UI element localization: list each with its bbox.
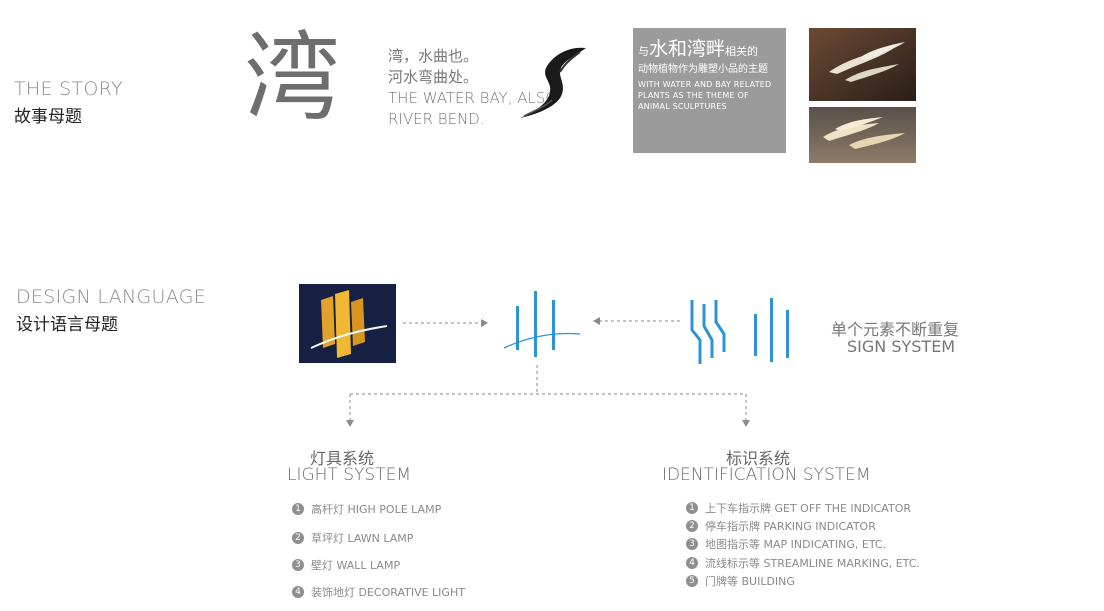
- brush-s-graphic: [520, 47, 586, 118]
- item-number-badge: 3: [686, 538, 698, 550]
- sign-label-cn: 单个元素不断重复: [831, 320, 960, 339]
- light-title-en: LIGHT SYSTEM: [287, 465, 411, 485]
- item-text: 地图指示等 MAP INDICATING, ETC.: [705, 538, 887, 551]
- ident-title-cn: 标识系统: [726, 449, 791, 468]
- theme-suffix: 相关的: [725, 45, 759, 58]
- light-list-item: 1 高杆灯 HIGH POLE LAMP: [292, 501, 441, 517]
- item-number-badge: 1: [686, 502, 698, 514]
- item-number-badge: 5: [686, 575, 698, 587]
- item-number-badge: 2: [686, 520, 698, 532]
- item-text: 壁灯 WALL LAMP: [311, 559, 401, 572]
- theme-prefix: 与: [638, 45, 649, 58]
- center-sign-symbol: [503, 291, 581, 357]
- item-number-badge: 4: [292, 586, 304, 598]
- story-text-block: 湾，水曲也。 河水弯曲处。 THE WATER BAY, ALSO RIVER …: [388, 46, 557, 130]
- ident-list-item: 3 地图指示等 MAP INDICATING, ETC.: [686, 536, 886, 552]
- light-list-item: 3 壁灯 WALL LAMP: [292, 557, 400, 573]
- theme-en-text: WITH WATER AND BAY RELATED PLANTS AS THE…: [638, 80, 772, 111]
- ident-list-item: 4 流线标示等 STREAMLINE MARKING, ETC.: [686, 555, 920, 571]
- ident-list-item: 2 停车指示牌 PARKING INDICATOR: [686, 518, 876, 534]
- item-text: 停车指示牌 PARKING INDICATOR: [705, 520, 876, 533]
- item-text: 上下车指示牌 GET OFF THE INDICATOR: [705, 502, 911, 515]
- story-line: 湾，水曲也。: [388, 47, 479, 65]
- sign-system-graphic: [690, 298, 789, 364]
- item-number-badge: 1: [292, 503, 304, 515]
- wall-art-photo: [299, 284, 396, 363]
- item-text: 门牌等 BUILDING: [705, 575, 795, 588]
- item-text: 草坪灯 LAWN LAMP: [311, 532, 414, 545]
- item-text: 流线标示等 STREAMLINE MARKING, ETC.: [705, 557, 920, 570]
- item-number-badge: 2: [292, 532, 304, 544]
- ident-title-en: IDENTIFICATION SYSTEM: [662, 465, 871, 485]
- sign-label-en: SIGN SYSTEM: [847, 337, 956, 356]
- theme-info-box: 与水和湾畔相关的 动物植物作为雕塑小品的主题 WITH WATER AND BA…: [633, 28, 786, 153]
- theme-highlight: 水和湾畔: [649, 38, 726, 60]
- story-heading-en: THE STORY: [14, 78, 123, 100]
- story-line: 河水弯曲处。: [388, 68, 479, 86]
- light-title-cn: 灯具系统: [310, 449, 375, 468]
- item-text: 高杆灯 HIGH POLE LAMP: [311, 503, 442, 516]
- sculpture-photo-top: [809, 28, 916, 101]
- story-line: THE WATER BAY, ALSO: [388, 89, 558, 107]
- light-list-item: 2 草坪灯 LAWN LAMP: [292, 530, 413, 546]
- design-heading-cn: 设计语言母题: [16, 315, 118, 335]
- light-list-item: 4 装饰地灯 DECORATIVE LIGHT: [292, 584, 465, 600]
- ident-list-item: 5 门牌等 BUILDING: [686, 573, 795, 589]
- story-heading-cn: 故事母题: [14, 107, 82, 127]
- item-number-badge: 3: [292, 559, 304, 571]
- item-text: 装饰地灯 DECORATIVE LIGHT: [311, 586, 465, 599]
- story-line: RIVER BEND.: [388, 110, 485, 128]
- item-number-badge: 4: [686, 557, 698, 569]
- theme-cn-text: 动物植物作为雕塑小品的主题: [638, 64, 768, 75]
- ident-list-item: 1 上下车指示牌 GET OFF THE INDICATOR: [686, 500, 911, 516]
- big-bay-character: 湾: [244, 22, 340, 134]
- design-heading-en: DESIGN LANGUAGE: [16, 286, 207, 308]
- sculpture-photo-bottom: [809, 107, 916, 163]
